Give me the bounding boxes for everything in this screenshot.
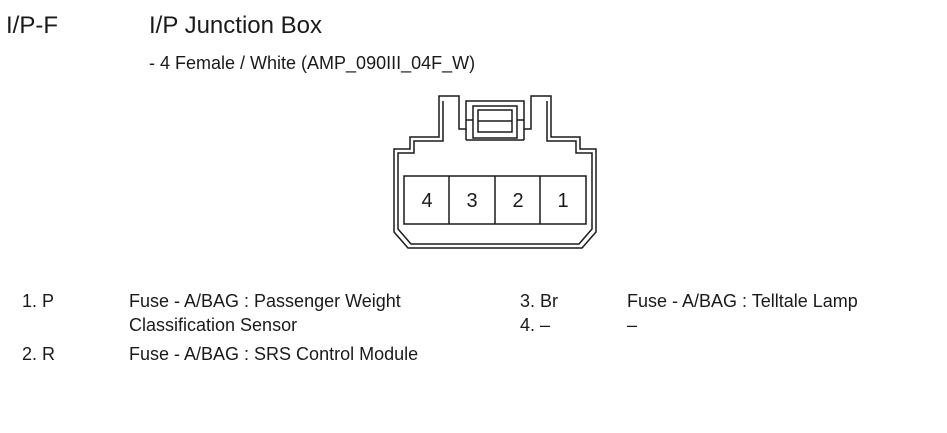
pin-label: 2. R xyxy=(22,344,56,364)
pin-label: 1. P xyxy=(22,291,55,311)
pin-row: 4. – – xyxy=(520,314,940,336)
pin-description: Fuse - A/BAG : Passenger Weight xyxy=(129,291,401,311)
pin-number: 4 xyxy=(421,190,432,212)
pin-row: 3. Br Fuse - A/BAG : Telltale Lamp xyxy=(520,290,940,312)
connector-housing-outline xyxy=(393,95,597,249)
pin-number: 2 xyxy=(512,190,523,212)
connector-spec: - 4 Female / White (AMP_090III_04F_W) xyxy=(149,53,476,73)
pin-label: 3. Br xyxy=(520,291,559,311)
connector-housing-inner-outline xyxy=(397,101,593,245)
pin-description: Fuse - A/BAG : SRS Control Module xyxy=(129,344,419,364)
pin-number: 1 xyxy=(557,190,568,212)
connector-title: I/P Junction Box xyxy=(149,12,322,39)
pin-label: 4. – xyxy=(520,315,551,335)
pin-description-continued: Classification Sensor xyxy=(129,315,298,335)
pin-row: 1. P Fuse - A/BAG : Passenger Weight Cla… xyxy=(22,290,502,335)
pin-description: – xyxy=(627,315,638,335)
pin-number: 3 xyxy=(466,190,477,212)
connector-id: I/P-F xyxy=(6,12,58,39)
pin-description: Fuse - A/BAG : Telltale Lamp xyxy=(627,291,858,311)
connector-latch xyxy=(465,105,525,141)
pin-row: 2. R Fuse - A/BAG : SRS Control Module xyxy=(22,343,502,365)
